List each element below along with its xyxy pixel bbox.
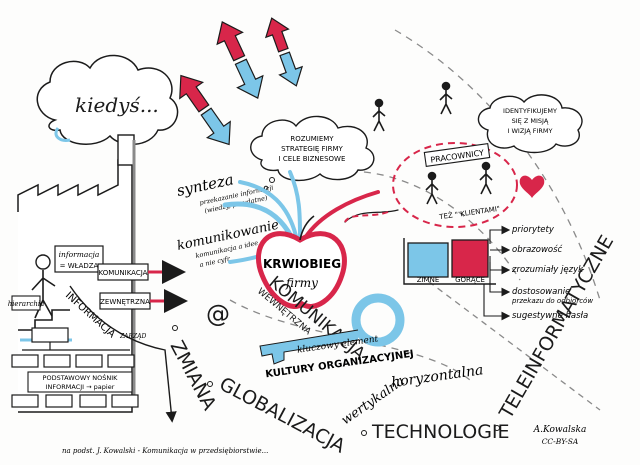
diagonal-dashed-line	[419, 274, 601, 411]
informacja-line2: = WŁADZA	[60, 262, 99, 270]
cloud-top-line1: ROZUMIEMY	[290, 135, 334, 143]
bar-zimne	[407, 242, 449, 278]
arc-word-teleinformatyczne: TELEINFORMATYCZNE	[495, 232, 618, 424]
org-chart	[11, 327, 139, 408]
figure-walker-1	[372, 98, 386, 132]
list-item-hasla: sugestywne hasła	[512, 311, 588, 321]
cloud-strategy: ROZUMIEMY STRATEGIĘ FIRMY I CELE BIZNESO…	[250, 115, 375, 191]
org-box-l2-2	[43, 354, 71, 368]
list-item-dostosowanie: dostosowanie	[512, 287, 570, 297]
org-box-l3-1	[11, 394, 39, 408]
bar-gorace	[451, 239, 489, 278]
feature-list: priorytety obrazowość zrozumiały język d…	[483, 225, 593, 321]
updown-arrows	[179, 17, 304, 146]
figure-employee-2	[479, 161, 493, 195]
employees-circle: PRACOWNICY TEŻ " KLIENTAMI"	[344, 142, 518, 228]
apple-heart: KRWIOBIEG firmy	[255, 215, 347, 309]
cloud-shape-right	[477, 94, 583, 154]
cloud-right-line3: I WIZJĄ FIRMY	[508, 127, 553, 135]
updown-arrow-right	[264, 17, 304, 87]
cloud-top-line2: STRATEGIĘ FIRMY	[281, 145, 343, 153]
updown-arrow-left	[179, 74, 231, 146]
employees-link	[344, 211, 389, 223]
org-box-l3-2	[45, 394, 73, 408]
org-box-l3-3	[79, 394, 107, 408]
pracownicy-box	[423, 142, 491, 168]
bar-label-gorace: GORĄCE	[455, 276, 485, 284]
list-item-priorytety: priorytety	[511, 225, 555, 235]
nosnik-line2: INFORMACJI → papier	[46, 383, 115, 391]
org-box-l3-4	[111, 394, 139, 408]
apple-shape	[255, 231, 347, 309]
cloud-mission: IDENTYFIKUJEMY SIĘ Z MISJĄ I WIZJĄ FIRMY	[477, 94, 583, 154]
footer-source: na podst. J. Kowalski - Komunikacja w pr…	[62, 447, 268, 455]
key-ring	[351, 293, 405, 347]
cloud-right-line1: IDENTYFIKUJEMY	[503, 107, 557, 115]
updown-arrow-middle	[216, 21, 264, 99]
factory-chimney	[117, 134, 135, 166]
hierarchia-label: hierarchia	[8, 300, 45, 308]
box-hierarchia: hierarchia	[8, 295, 45, 311]
cloud-kiedys: kiedyś...	[36, 54, 179, 146]
cloud-top-line3: I CELE BIZNESOWE	[279, 155, 346, 163]
arc-word-zmiana: ZMIANA	[166, 337, 221, 414]
apple-line1: KRWIOBIEG	[263, 257, 341, 271]
cloud-shape-top	[250, 115, 375, 181]
box-nosnik: PODSTAWOWY NOŚNIK INFORMACJI → papier	[27, 371, 133, 393]
heart-icon	[519, 175, 545, 198]
org-box-top	[31, 327, 69, 343]
chart-axes	[403, 238, 496, 285]
apple-stem	[299, 215, 315, 241]
figure-walker-2	[439, 81, 453, 115]
org-box-l2-3	[75, 354, 103, 368]
klientami-label: TEŻ " KLIENTAMI"	[438, 204, 501, 222]
informacja-sub: ZARZĄD	[119, 333, 147, 340]
zewnetrzna-label: ZEWNĘTRZNA	[100, 298, 150, 306]
bar-label-zimne: ZIMNE	[417, 276, 440, 284]
cloud-shadow-left	[54, 127, 71, 142]
at-icon: @	[206, 300, 230, 328]
bar-chart: ZIMNE GORĄCE	[403, 238, 496, 285]
list-item-jezyk: zrozumiały język	[511, 265, 584, 275]
list-item-przekaz: przekazu do odbiorców	[511, 297, 593, 305]
informacja-arrow	[69, 285, 177, 423]
arc-word-globalizacja: GLOBALIZACJA	[216, 373, 349, 458]
nosnik-line1: PODSTAWOWY NOŚNIK	[43, 373, 119, 382]
signature-name: A.Kowalska	[533, 425, 587, 435]
arc-dots	[172, 325, 500, 436]
signature-license: CC-BY-SA	[542, 437, 579, 446]
komunikacja-label: KOMUNIKACJA	[99, 269, 148, 277]
cloud-right-line2: SIĘ Z MISJĄ	[512, 117, 549, 125]
arc-word-technologie: TECHNOLOGIE	[371, 421, 510, 443]
org-box-l2-4	[107, 354, 135, 368]
figure-employee-1	[425, 171, 439, 205]
box-informacja: informacja = WŁADZA	[54, 245, 104, 273]
employees-ellipse	[392, 142, 518, 228]
org-box-l2-1	[11, 354, 39, 368]
key-shaft	[259, 329, 359, 365]
komunikacja-zewnetrzna: KOMUNIKACJA ZEWNĘTRZNA	[97, 260, 188, 313]
cloud-left-text: kiedyś...	[75, 93, 159, 117]
cloud-shape-left	[36, 54, 179, 146]
list-item-obrazowosc: obrazowość	[512, 244, 563, 255]
informacja-line1: informacja	[59, 250, 100, 259]
apple-line2: firmy	[285, 276, 318, 290]
